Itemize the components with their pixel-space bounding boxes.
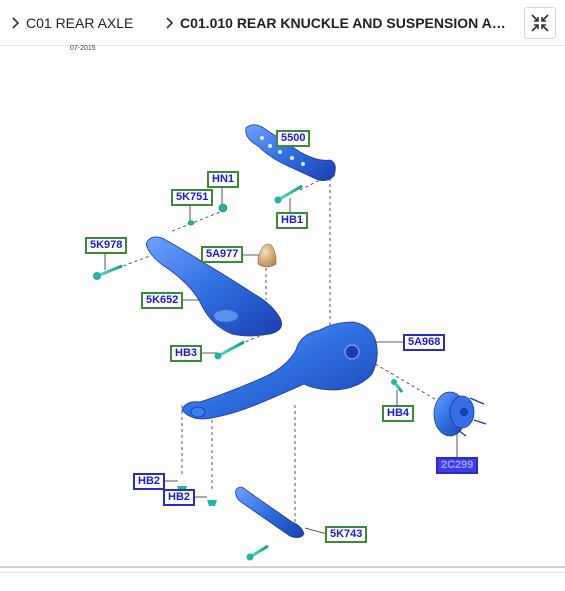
chevron-right-icon: [4, 0, 26, 46]
breadcrumb-item-rear-axle[interactable]: C01 REAR AXLE: [4, 0, 133, 46]
knuckle-bore: [344, 344, 360, 360]
chevron-right-icon: [158, 0, 180, 46]
callout-5a977[interactable]: 5A977: [201, 246, 244, 263]
callout-hb3[interactable]: HB3: [170, 345, 203, 362]
arm-holes: [260, 136, 305, 166]
bolt-hb1[interactable]: [274, 184, 303, 204]
collapse-button[interactable]: [524, 7, 556, 39]
callout-hb2-a[interactable]: HB2: [133, 473, 166, 490]
breadcrumb-label: C01 REAR AXLE: [26, 15, 134, 31]
callout-5k743[interactable]: 5K743: [325, 526, 368, 543]
knuckle-5a968[interactable]: [181, 321, 378, 420]
bolt-hb4[interactable]: [391, 379, 404, 393]
callout-hb4[interactable]: HB4: [382, 405, 415, 422]
upper-arm-5500[interactable]: [245, 124, 336, 181]
collapse-arrows-icon: [531, 14, 549, 32]
callout-5k978[interactable]: 5K978: [85, 237, 128, 254]
assembly-lines: [111, 178, 446, 525]
bolt-hb3[interactable]: [214, 340, 245, 360]
breadcrumb-item-rear-knuckle[interactable]: C01.010 REAR KNUCKLE AND SUSPENSION AR..…: [158, 0, 510, 46]
callout-5a968[interactable]: 5A968: [403, 334, 446, 351]
callout-5500[interactable]: 5500: [276, 130, 311, 147]
breadcrumb-label: C01.010 REAR KNUCKLE AND SUSPENSION AR..…: [180, 15, 510, 31]
breadcrumb-bar: C01 REAR AXLE C01.010 REAR KNUCKLE AND S…: [0, 0, 565, 46]
hub-2c299[interactable]: [433, 391, 487, 437]
bolt-hb2-b[interactable]: [207, 490, 217, 506]
callout-5k652[interactable]: 5K652: [141, 292, 184, 309]
bushing-eye: [190, 406, 206, 418]
callout-hb1[interactable]: HB1: [276, 212, 309, 229]
callout-2c299[interactable]: 2C299: [436, 457, 479, 474]
washer-5k751[interactable]: [187, 220, 195, 226]
callout-hn1[interactable]: HN1: [207, 171, 240, 188]
link-5k743[interactable]: [235, 486, 305, 538]
parts-diagram: [93, 124, 487, 561]
date-code: 07-2015: [70, 45, 96, 52]
divider: [0, 566, 565, 568]
bolt-5k978[interactable]: [93, 264, 123, 280]
callout-5k751[interactable]: 5K751: [171, 189, 214, 206]
bolt-5k743[interactable]: [246, 544, 269, 561]
callout-hb2-b[interactable]: HB2: [163, 489, 196, 506]
bushing-5a977[interactable]: [257, 243, 277, 268]
arm-highlight: [214, 310, 238, 322]
lower-arm-5k652[interactable]: [145, 236, 283, 337]
divider: [0, 572, 565, 573]
nut-hn1[interactable]: [218, 203, 228, 213]
